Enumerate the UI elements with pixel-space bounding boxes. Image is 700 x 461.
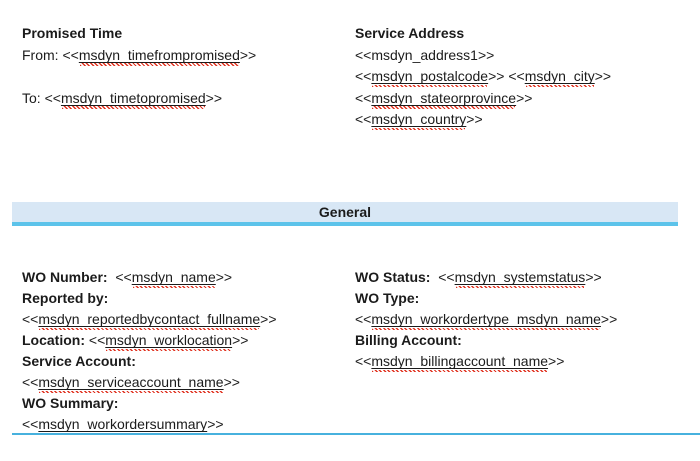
text-line: Promised Time: [22, 23, 256, 45]
merge-field: msdyn_billingaccount_name: [371, 353, 549, 369]
label-text: <<: [22, 311, 39, 327]
label-text: Service Address: [355, 25, 465, 41]
general-banner-label: General: [318, 204, 372, 220]
label-text: Billing Account:: [355, 332, 462, 348]
label-text: <<: [22, 416, 39, 432]
merge-field: msdyn_workordersummary: [38, 416, 208, 432]
label-text: From:: [22, 46, 63, 63]
merge-field: msdyn_timetopromised: [60, 89, 206, 106]
text-line: <<msdyn_country>>: [355, 109, 611, 131]
label-text: <<msdyn_address1>>: [355, 46, 495, 63]
merge-field: msdyn_city: [524, 68, 595, 84]
label-text: <<: [355, 311, 372, 327]
text-line: <<msdyn_address1>>: [355, 45, 611, 67]
wo-details-left-section: WO Number: <<msdyn_name>>Reported by:<<m…: [22, 267, 277, 435]
merge-field: msdyn_name: [131, 269, 216, 285]
label-text: >>: [215, 269, 233, 285]
text-line: Service Address: [355, 23, 611, 45]
label-text: >>: [239, 46, 257, 63]
label-text: <<: [85, 332, 106, 348]
label-text: >>: [594, 68, 612, 84]
label-text: <<: [62, 46, 79, 63]
text-line: <<msdyn_postalcode>> <<msdyn_city>>: [355, 66, 611, 88]
text-line: <<msdyn_serviceaccount_name>>: [22, 372, 277, 393]
label-text: >>: [223, 374, 240, 390]
label-text: <<: [22, 374, 39, 390]
label-text: <<: [44, 89, 61, 106]
label-text: <<: [355, 89, 372, 106]
text-line: Location: <<msdyn_worklocation>>: [22, 330, 277, 351]
label-text: >>: [205, 89, 223, 106]
merge-field: msdyn_timefrompromised: [78, 46, 240, 63]
label-text: Location:: [22, 332, 85, 348]
text-line: [22, 66, 256, 88]
label-text: WO Type:: [355, 290, 420, 306]
text-line: Reported by:: [22, 288, 277, 309]
label-text: <<: [355, 68, 372, 84]
text-line: WO Number: <<msdyn_name>>: [22, 267, 277, 288]
text-line: Billing Account:: [355, 330, 617, 351]
text-line: WO Type:: [355, 288, 617, 309]
merge-field: msdyn_systemstatus: [454, 269, 586, 285]
text-line: To: <<msdyn_timetopromised>>: [22, 88, 256, 110]
wo-details-right-section: WO Status: <<msdyn_systemstatus>>WO Type…: [355, 267, 617, 372]
label-text: To:: [22, 89, 45, 106]
text-line: From: <<msdyn_timefrompromised>>: [22, 45, 256, 67]
label-text: <<: [430, 269, 455, 285]
label-text: WO Status:: [355, 269, 431, 285]
text-line: WO Summary:: [22, 393, 277, 414]
label-text: >>: [207, 416, 224, 432]
label-text: >>: [600, 311, 618, 327]
label-text: >>: [466, 111, 483, 127]
label-text: >> <<: [488, 68, 525, 84]
section-divider: [12, 433, 700, 435]
label-text: >>: [232, 332, 249, 348]
merge-field: msdyn_stateorprovince: [371, 89, 517, 106]
text-line: WO Status: <<msdyn_systemstatus>>: [355, 267, 617, 288]
label-text: Promised Time: [22, 25, 123, 41]
merge-field: msdyn_serviceaccount_name: [38, 374, 224, 390]
general-banner: General: [12, 202, 678, 226]
merge-field: msdyn_reportedbycontact_fullname: [38, 311, 261, 327]
text-line: <<msdyn_reportedbycontact_fullname>>: [22, 309, 277, 330]
label-text: Service Account:: [22, 353, 136, 369]
label-text: <<: [107, 269, 132, 285]
text-line: <<msdyn_workordertype_msdyn_name>>: [355, 309, 617, 330]
label-text: WO Summary:: [22, 395, 119, 411]
text-line: <<msdyn_workordersummary>>: [22, 414, 277, 435]
label-text: WO Number:: [22, 269, 108, 285]
label-text: >>: [260, 311, 277, 327]
text-line: <<msdyn_billingaccount_name>>: [355, 351, 617, 372]
text-line: Service Account:: [22, 351, 277, 372]
label-text: <<: [355, 353, 372, 369]
merge-field: msdyn_country: [371, 111, 467, 127]
merge-field: msdyn_worklocation: [105, 332, 233, 348]
label-text: >>: [585, 269, 602, 285]
service-address-section: Service Address<<msdyn_address1>><<msdyn…: [355, 23, 611, 131]
merge-field: msdyn_workordertype_msdyn_name: [371, 311, 601, 327]
label-text: Reported by:: [22, 290, 109, 306]
label-text: >>: [516, 89, 533, 106]
merge-field: msdyn_postalcode: [371, 68, 489, 84]
text-line: <<msdyn_stateorprovince>>: [355, 88, 611, 110]
label-text: >>: [548, 353, 565, 369]
label-text: <<: [355, 111, 372, 127]
